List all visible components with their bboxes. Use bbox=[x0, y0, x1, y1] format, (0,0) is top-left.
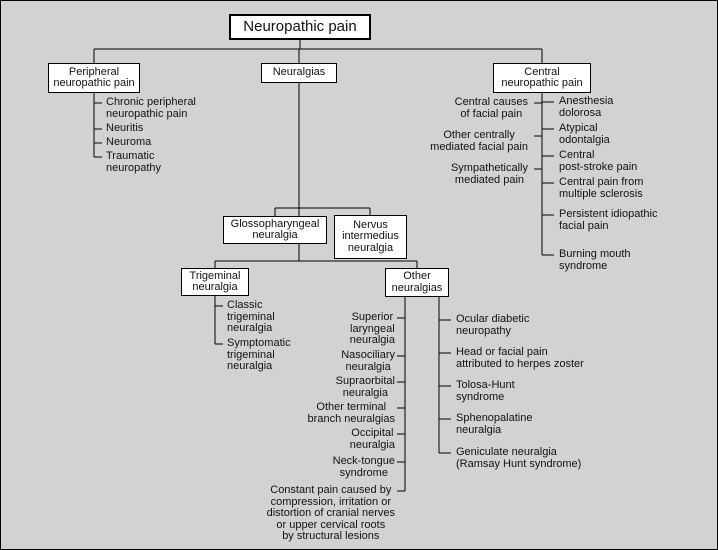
peripheral-leaf: Neuroma bbox=[106, 136, 152, 148]
central-right-leaf: Persistent idiopathic facial pain bbox=[559, 208, 658, 232]
other-neuralgias-left-leaf: Supraorbital neuralgia bbox=[335, 375, 395, 399]
other-neuralgias-right-leaf: Tolosa-Hunt syndrome bbox=[456, 379, 515, 403]
other-neuralgias-right-leaf: Head or facial pain attributed to herpes… bbox=[456, 346, 584, 370]
node-central-neuropathic-pain: Central neuropathic pain bbox=[493, 63, 591, 93]
other-neuralgias-left-leaf: Superior laryngeal neuralgia bbox=[349, 311, 395, 346]
other-neuralgias-left-leaf: Other terminal branch neuralgias bbox=[307, 401, 395, 425]
node-other-neuralgias: Other neuralgias bbox=[385, 268, 449, 297]
central-right-leaf: Central post-stroke pain bbox=[559, 149, 638, 173]
central-left-leaf: Central causes of facial pain bbox=[454, 96, 528, 120]
connector-group bbox=[93, 38, 554, 492]
central-left-leaf: Other centrally mediated facial pain bbox=[430, 129, 528, 153]
peripheral-leaf: Chronic peripheral neuropathic pain bbox=[106, 96, 196, 120]
other-neuralgias-left-leaf: Constant pain caused by compression, irr… bbox=[266, 484, 395, 542]
node-peripheral-neuropathic-pain: Peripheral neuropathic pain bbox=[48, 63, 140, 93]
node-neuropathic-pain: Neuropathic pain bbox=[229, 14, 371, 40]
other-neuralgias-right-leaf: Sphenopalatine neuralgia bbox=[456, 412, 533, 436]
node-neuralgias: Neuralgias bbox=[261, 63, 337, 83]
trigeminal-leaf: Symptomatic trigeminal neuralgia bbox=[227, 337, 291, 372]
central-left-leaf: Sympathetically mediated pain bbox=[450, 162, 528, 186]
node-nervus-intermedius-neuralgia: Nervus intermedius neuralgia bbox=[334, 215, 407, 259]
other-neuralgias-right-leaf: Ocular diabetic neuropathy bbox=[456, 313, 530, 337]
other-neuralgias-right-leaf: Geniculate neuralgia (Ramsay Hunt syndro… bbox=[456, 446, 582, 470]
peripheral-leaf: Traumatic neuropathy bbox=[106, 150, 162, 174]
trigeminal-leaf: Classic trigeminal neuralgia bbox=[227, 299, 275, 334]
central-right-leaf: Central pain from multiple sclerosis bbox=[559, 176, 644, 200]
node-trigeminal-neuralgia: Trigeminal neuralgia bbox=[181, 268, 249, 296]
other-neuralgias-left-leaf: Neck-tongue syndrome bbox=[332, 455, 395, 479]
central-right-leaf: Anesthesia dolorosa bbox=[559, 95, 614, 119]
central-right-leaf: Atypical odontalgia bbox=[559, 122, 610, 146]
node-glossopharyngeal-neuralgia: Glossopharyngeal neuralgia bbox=[223, 216, 327, 244]
other-neuralgias-left-leaf: Occipital neuralgia bbox=[349, 427, 395, 451]
central-right-leaf: Burning mouth syndrome bbox=[559, 248, 631, 272]
other-neuralgias-left-leaf: Nasociliary neuralgia bbox=[341, 349, 395, 373]
peripheral-leaf: Neuritis bbox=[106, 122, 144, 134]
